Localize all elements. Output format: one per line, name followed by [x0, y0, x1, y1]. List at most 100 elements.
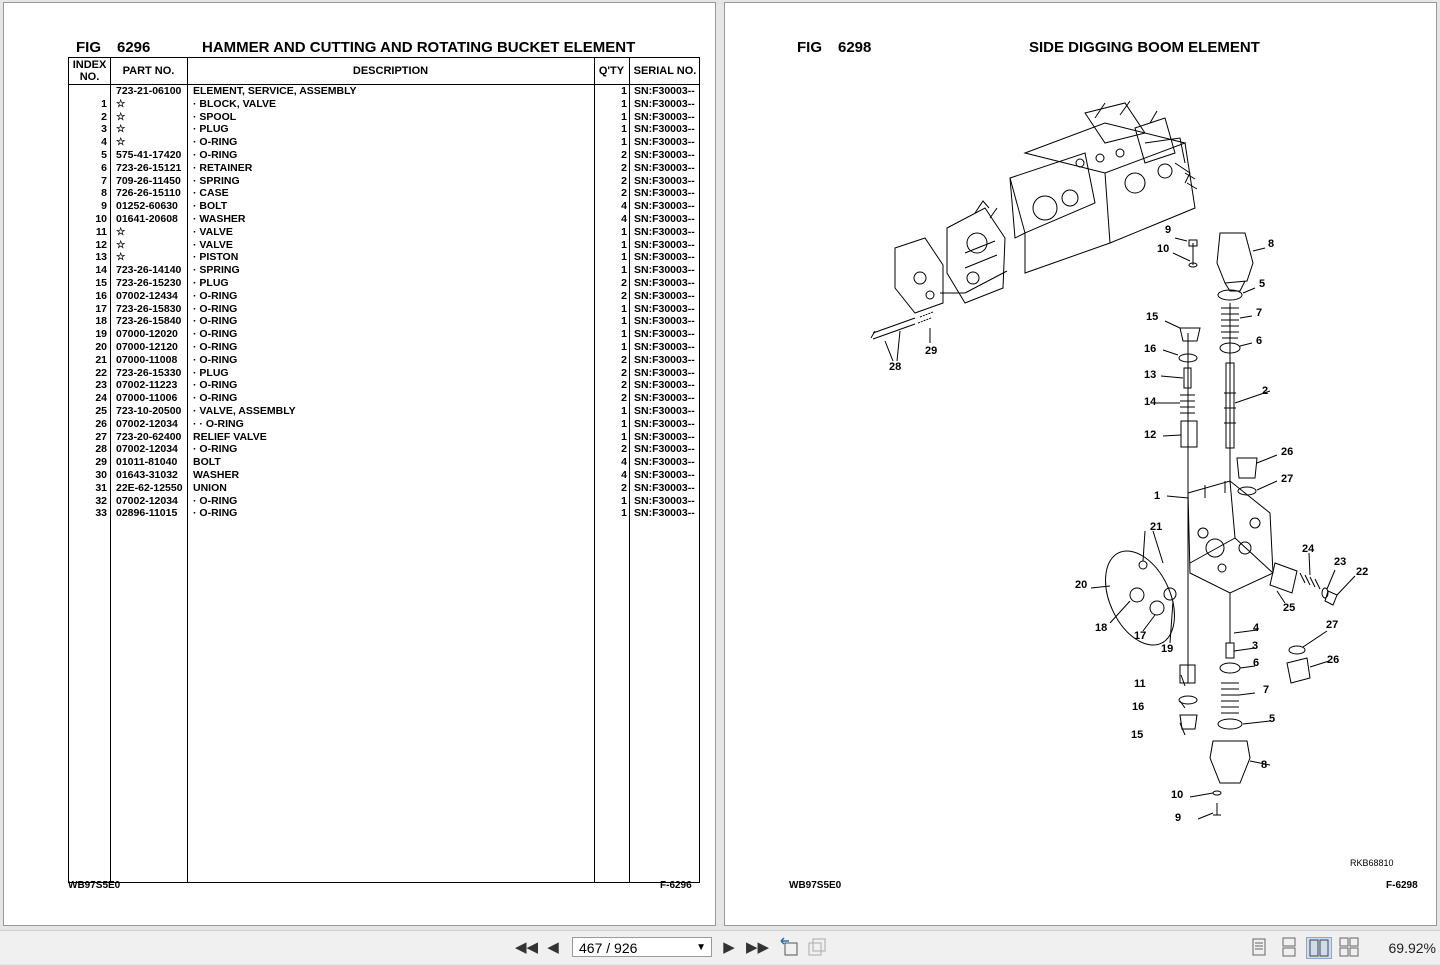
- serial-cell: SN:F30003--: [634, 123, 695, 136]
- zoom-level[interactable]: 69.92%: [1388, 940, 1436, 956]
- callout-label: 1: [1154, 490, 1160, 502]
- index-cell: 9: [101, 200, 107, 213]
- index-cell: 1: [101, 97, 107, 110]
- serial-cell: SN:F30003--: [634, 174, 695, 187]
- viewer-toolbar: ◀◀ ◀ 467 / 926▼ ▶ ▶▶ 69.92%: [0, 930, 1440, 964]
- qty-cell: 1: [621, 340, 627, 353]
- qty-cell: 1: [621, 430, 627, 443]
- previous-view-icon[interactable]: [778, 937, 800, 959]
- description-cell: · O-RING: [193, 379, 238, 392]
- index-cell: 26: [95, 417, 107, 430]
- page-number-input[interactable]: 467 / 926▼: [572, 937, 712, 957]
- header-serial-no: SERIAL NO.: [633, 65, 697, 77]
- qty-cell: 2: [621, 353, 627, 366]
- continuous-icon[interactable]: [1278, 937, 1300, 959]
- callout-label: 5: [1259, 278, 1265, 290]
- serial-cell: SN:F30003--: [634, 392, 695, 405]
- part-no-cell: 01641-20608: [116, 212, 178, 225]
- left-page: FIG 6296 HAMMER AND CUTTING AND ROTATING…: [4, 3, 715, 925]
- description-cell: · O-RING: [193, 353, 238, 366]
- serial-cell: SN:F30003--: [634, 494, 695, 507]
- last-page-icon[interactable]: ▶▶: [746, 939, 770, 956]
- serial-cell: SN:F30003--: [634, 110, 695, 123]
- case-8-top: [1216, 232, 1254, 292]
- qty-cell: 4: [621, 200, 627, 213]
- index-cell: 17: [95, 302, 107, 315]
- description-cell: RELIEF VALVE: [193, 430, 267, 443]
- serial-cell: SN:F30003--: [634, 366, 695, 379]
- qty-cell: 1: [621, 136, 627, 149]
- gasket-20: [1105, 550, 1175, 646]
- spring-24: [1299, 572, 1321, 590]
- oring-16-bottom: [1178, 695, 1198, 705]
- qty-cell: 2: [621, 366, 627, 379]
- index-cell: 11: [95, 225, 107, 238]
- fig-label: FIG: [797, 39, 822, 56]
- callout-label: 8: [1261, 759, 1267, 771]
- part-no-cell: ☆: [116, 110, 126, 123]
- next-page-icon[interactable]: ▶: [723, 939, 735, 956]
- part-no-cell: 709-26-11450: [116, 174, 181, 187]
- description-cell: · PLUG: [193, 366, 229, 379]
- oring-23: [1321, 587, 1329, 599]
- description-cell: BOLT: [193, 456, 221, 469]
- qty-cell: 1: [621, 238, 627, 251]
- part-no-cell: 723-26-14140: [116, 264, 182, 277]
- part-no-cell: 07002-12434: [116, 289, 178, 302]
- qty-cell: 1: [621, 507, 627, 520]
- header-description: DESCRIPTION: [352, 65, 429, 77]
- oring-18: [1129, 587, 1145, 603]
- end-plate: [894, 237, 1008, 314]
- plug-22: [1324, 590, 1338, 606]
- callout-label: 25: [1283, 602, 1295, 614]
- continuous-facing-icon[interactable]: [1338, 937, 1360, 959]
- next-view-icon[interactable]: [806, 937, 828, 959]
- fig-number: 6296: [117, 39, 151, 56]
- callout-label: 26: [1281, 446, 1293, 458]
- description-cell: · SPRING: [193, 264, 240, 277]
- callout-label: 27: [1326, 619, 1338, 631]
- index-cell: 23: [95, 379, 107, 392]
- description-cell: · BOLT: [193, 200, 228, 213]
- spring-7-bottom: [1221, 682, 1239, 714]
- prev-page-icon[interactable]: ◀: [547, 939, 559, 956]
- bolt-9-bottom: [1213, 803, 1221, 816]
- chevron-down-icon[interactable]: ▼: [696, 942, 706, 953]
- first-page-icon[interactable]: ◀◀: [515, 939, 539, 956]
- description-cell: · CASE: [193, 187, 229, 200]
- serial-cell: SN:F30003--: [634, 443, 695, 456]
- oring-5-top: [1217, 289, 1243, 301]
- index-cell: 10: [95, 212, 107, 225]
- callout-label: 8: [1268, 238, 1274, 250]
- part-no-cell: ☆: [116, 238, 126, 251]
- footer-code: WB97S5E0: [68, 880, 121, 891]
- index-cell: 28: [95, 443, 107, 456]
- serial-cell: SN:F30003--: [634, 148, 695, 161]
- index-cell: 12: [95, 238, 107, 251]
- callout-label: 17: [1134, 630, 1146, 642]
- callout-label: 7: [1263, 684, 1269, 696]
- serial-cell: SN:F30003--: [634, 340, 695, 353]
- description-cell: · O-RING: [193, 289, 238, 302]
- qty-cell: 1: [621, 417, 627, 430]
- header-part-no: PART NO.: [122, 65, 175, 77]
- facing-icon[interactable]: [1306, 937, 1332, 959]
- callout-label: 27: [1281, 473, 1293, 485]
- qty-cell: 2: [621, 443, 627, 456]
- part-no-cell: 07000-12020: [116, 328, 178, 341]
- serial-cell: SN:F30003--: [634, 264, 695, 277]
- callout-label: 16: [1144, 343, 1156, 355]
- serial-cell: SN:F30003--: [634, 187, 695, 200]
- part-no-cell: 07002-12034: [116, 443, 178, 456]
- single-page-icon[interactable]: [1248, 937, 1270, 959]
